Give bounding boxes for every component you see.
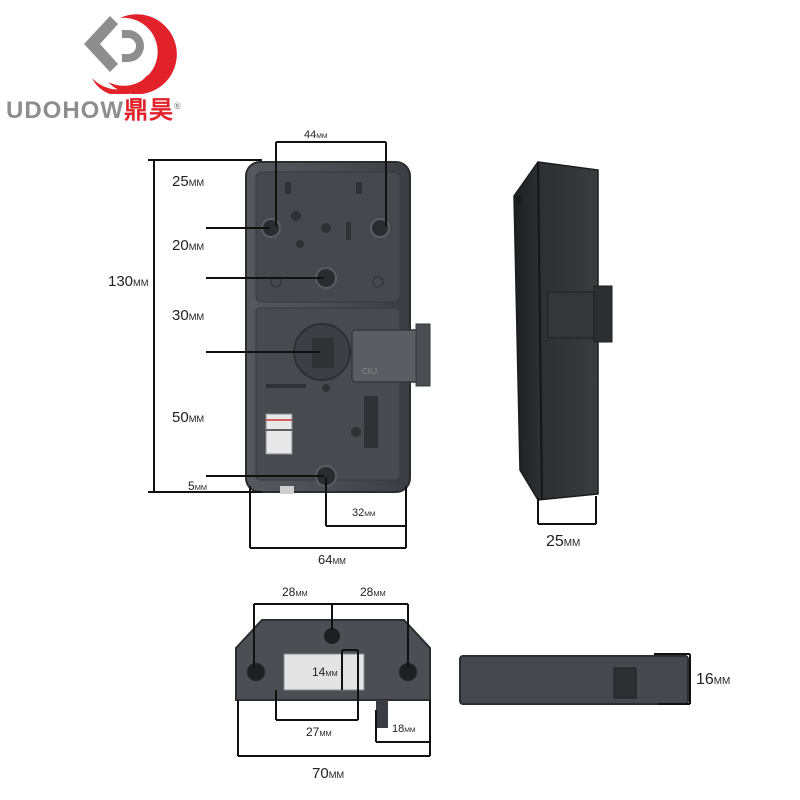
dim-bottom-gap-label: 5MM	[188, 479, 208, 493]
brand-logo	[4, 4, 244, 126]
brand-wordmark: UDOHOW鼎昊®	[6, 90, 182, 125]
strike-plate-front-view	[235, 619, 431, 728]
strike-hole-right	[399, 663, 417, 681]
dim-hole-spacing-c-label: 50MM	[172, 409, 205, 426]
brand-name-latin: UDOHOW	[6, 97, 124, 124]
strike-hole-left	[247, 663, 265, 681]
dim-hole-spacing-a-label: 20MM	[172, 237, 205, 254]
brand-name-cn: 鼎昊	[123, 96, 174, 124]
side-dimension-lines	[537, 496, 597, 525]
dim-strike-right-spacing-label: 28MM	[360, 585, 386, 599]
dim-total-height-label: 130MM	[108, 273, 149, 290]
dim-tongue-width-label: 18MM	[392, 723, 416, 735]
dim-strike-total-width-label: 70MM	[312, 765, 345, 782]
lock-side-view	[513, 161, 613, 501]
label-plate-text: CKJ	[362, 367, 377, 376]
strike-slot	[283, 653, 365, 691]
strike-side-dimension-lines	[654, 653, 691, 705]
dim-strike-height-label: 16MM	[696, 671, 731, 688]
dim-slot-width-label: 27MM	[306, 725, 332, 739]
strike-dimension-lines	[237, 603, 431, 757]
dim-depth-label: 25MM	[546, 533, 581, 550]
mount-hole-top-right	[370, 218, 390, 238]
dim-bottom-offset-label: 32MM	[352, 507, 376, 519]
front-dimension-lines	[148, 141, 407, 549]
strike-hole-top	[324, 628, 340, 644]
dim-hole-spacing-b-label: 30MM	[172, 307, 205, 324]
dim-total-width-label: 64MM	[318, 552, 346, 567]
dim-top-width-label: 44MM	[304, 129, 328, 141]
registered-mark: ®	[173, 101, 182, 111]
dim-slot-height-label: 14MM	[312, 665, 338, 679]
dim-top-gap-label: 25MM	[172, 173, 205, 190]
lock-front-view: CKJ	[245, 161, 431, 494]
strike-plate-side-view	[459, 655, 689, 705]
logo-emblem-icon	[84, 14, 177, 94]
dim-strike-left-spacing-label: 28MM	[282, 585, 308, 599]
